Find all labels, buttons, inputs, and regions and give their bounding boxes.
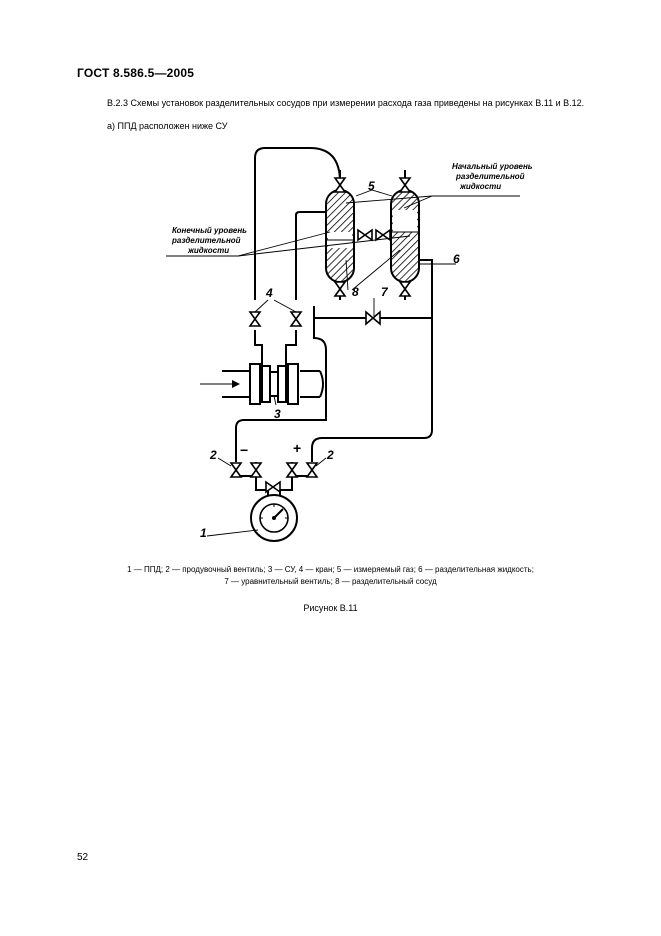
purge-valve-icon-right [305, 462, 319, 478]
label-8: 8 [352, 285, 359, 299]
valves [229, 177, 412, 494]
label-5: 5 [368, 179, 375, 193]
plus-sign: + [293, 440, 301, 456]
label-2-right: 2 [326, 448, 334, 462]
valve-icon-bottom-right [398, 281, 412, 297]
note-final-level-line2: разделительной [171, 236, 241, 245]
page-number: 52 [77, 852, 89, 863]
valve-icon-top-right [398, 177, 412, 193]
note-final-level-line3: жидкости [187, 246, 229, 255]
section-paragraph: В.2.3 Схемы установок разделительных сос… [107, 98, 585, 108]
note-initial-level-line3: жидкости [459, 182, 501, 191]
label-3: 3 [274, 407, 281, 421]
flow-pipe [222, 363, 324, 405]
crane-icon-left [248, 311, 262, 327]
label-6: 6 [453, 252, 460, 266]
figure-caption: Рисунок В.11 [303, 603, 358, 613]
valve-icon-vessel-left [357, 228, 373, 242]
document-header: ГОСТ 8.586.5—2005 [77, 66, 195, 80]
gauge-equalizing-valve-icon [265, 480, 281, 494]
leader-lines [166, 189, 520, 537]
valve-icon-plus [285, 462, 299, 478]
valve-icon-bottom-left [333, 281, 347, 297]
note-initial-level-line2: разделительной [455, 172, 525, 181]
minus-sign: − [240, 442, 248, 458]
label-7: 7 [381, 285, 389, 299]
label-4: 4 [265, 286, 273, 300]
label-2-left: 2 [209, 448, 217, 462]
equalizing-valve-icon [365, 310, 381, 326]
label-1: 1 [200, 526, 207, 540]
list-item-a: а) ППД расположен ниже СУ [107, 121, 228, 131]
valve-icon-top-left [333, 177, 347, 193]
legend-line-1: 1 — ППД; 2 — продувочный вентиль; 3 — СУ… [127, 565, 534, 574]
valve-icon-vessel-right [375, 228, 391, 242]
valve-icon-minus [249, 462, 263, 478]
separation-vessel-left [325, 189, 355, 283]
crane-icon-right [289, 311, 303, 327]
purge-valve-icon-left [229, 462, 243, 478]
pressure-gauge [250, 494, 298, 542]
separation-vessel-right [390, 189, 420, 283]
note-final-level-line1: Конечный уровень [172, 226, 247, 235]
note-initial-level-line1: Начальный уровень [452, 162, 533, 171]
legend-line-2: 7 — уравнительный вентиль; 8 — разделите… [224, 577, 437, 586]
flow-arrow [200, 380, 240, 388]
